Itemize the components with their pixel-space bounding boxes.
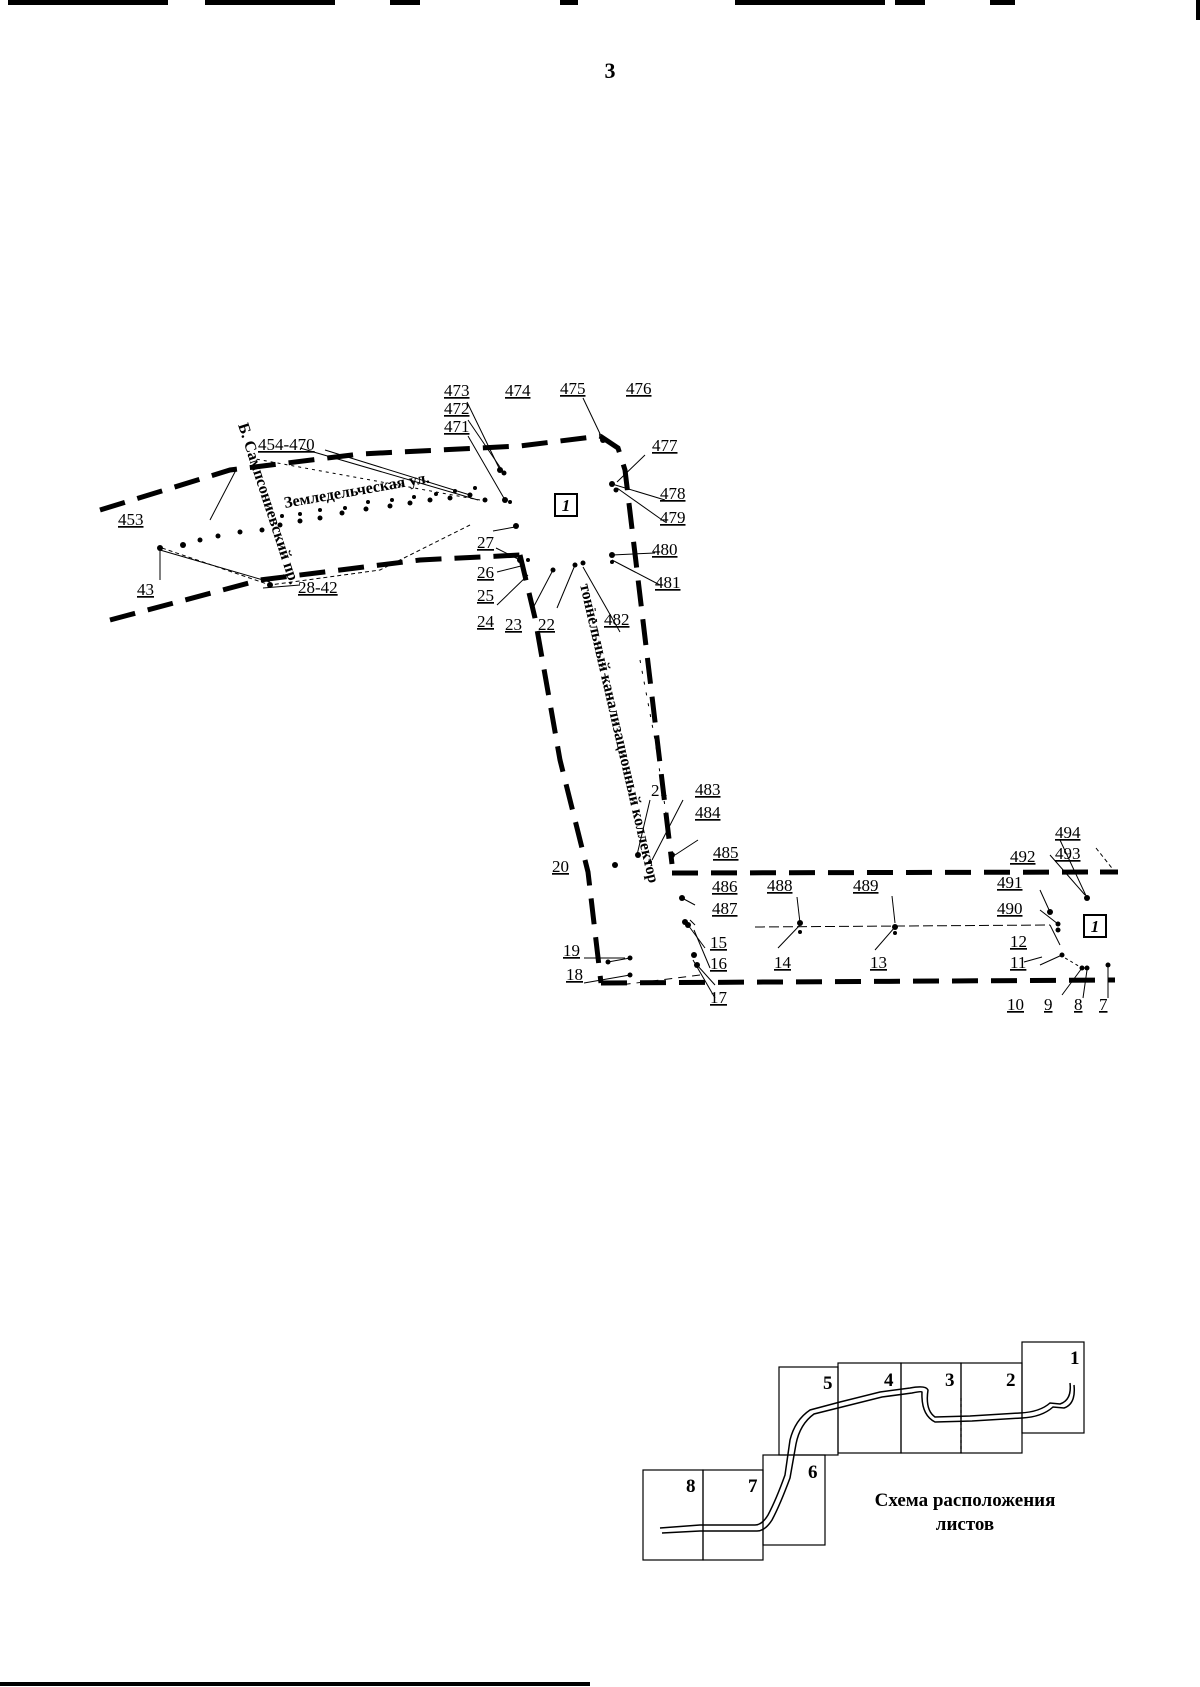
sheet-number-7: 7	[748, 1476, 758, 1497]
label-487: 487	[712, 899, 738, 918]
label-453: 453	[118, 510, 144, 529]
label-24: 24	[477, 612, 495, 631]
zone-marker-right: 1	[1083, 914, 1107, 938]
sheet-number-6: 6	[808, 1462, 818, 1483]
label-7: 7	[1099, 995, 1108, 1014]
label-489: 489	[853, 876, 879, 895]
label-484: 484	[695, 803, 721, 822]
label-492: 492	[1010, 847, 1036, 866]
label-27: 27	[477, 533, 495, 552]
svg-text:1: 1	[562, 496, 571, 515]
label-16: 16	[710, 954, 727, 973]
label-471: 471	[444, 417, 470, 436]
sheet-number-3: 3	[945, 1370, 955, 1391]
label-482: 482	[604, 610, 630, 629]
sheet-layout-caption-line2: листов	[936, 1514, 994, 1535]
label-477: 477	[652, 436, 678, 455]
sheet-layout-caption-line1: Схема расположения	[875, 1490, 1056, 1511]
sheet-layout-scheme	[642, 1341, 1085, 1561]
label-22: 22	[538, 615, 555, 634]
label-13: 13	[870, 953, 887, 972]
label-454-470: 454-470	[258, 435, 315, 454]
svg-text:1: 1	[1091, 917, 1100, 936]
label-473: 473	[444, 381, 470, 400]
survey-points	[157, 437, 1111, 978]
label-12: 12	[1010, 932, 1027, 951]
label-488: 488	[767, 876, 793, 895]
zone-marker-top: 1	[554, 493, 578, 517]
sheet-number-1: 1	[1070, 1348, 1080, 1369]
sheet-numbers: 1 2 3 4 5 6 7 8	[686, 1348, 1080, 1497]
label-26: 26	[477, 563, 494, 582]
label-474: 474	[505, 381, 531, 400]
label-18: 18	[566, 965, 583, 984]
label-17: 17	[710, 988, 728, 1007]
leader-lines	[159, 397, 1109, 999]
label-476: 476	[626, 379, 652, 398]
label-43: 43	[137, 580, 154, 599]
point-labels: 473 472 471 474 475 476 477 478 479 480 …	[118, 379, 1108, 1014]
sheet-box-8	[642, 1469, 704, 1561]
label-478: 478	[660, 484, 686, 503]
street-zemledelcheskaya: Земледельческая ул.	[283, 470, 431, 512]
label-9: 9	[1044, 995, 1053, 1014]
page-number: 3	[604, 58, 616, 83]
label-486: 486	[712, 877, 738, 896]
label-28-42: 28-42	[298, 578, 338, 597]
label-480: 480	[652, 540, 678, 559]
label-21: 21	[651, 781, 668, 800]
label-483: 483	[695, 780, 721, 799]
label-23: 23	[505, 615, 522, 634]
label-493: 493	[1055, 844, 1081, 863]
label-20: 20	[552, 857, 569, 876]
label-14: 14	[774, 953, 792, 972]
label-481: 481	[655, 573, 681, 592]
scan-bottom-rule	[0, 1682, 590, 1686]
sheet-number-2: 2	[1006, 1370, 1016, 1391]
sheet-number-8: 8	[686, 1476, 696, 1497]
label-472: 472	[444, 399, 470, 418]
label-25: 25	[477, 586, 494, 605]
label-494: 494	[1055, 823, 1081, 842]
label-11: 11	[1010, 953, 1026, 972]
label-491: 491	[997, 873, 1023, 892]
label-475: 475	[560, 379, 586, 398]
scan-top-edge	[0, 0, 1200, 20]
sheet-number-4: 4	[884, 1370, 894, 1391]
sheet-number-5: 5	[823, 1373, 833, 1394]
label-15: 15	[710, 933, 727, 952]
thin-lines	[159, 447, 1116, 986]
label-479: 479	[660, 508, 686, 527]
label-490: 490	[997, 899, 1023, 918]
label-19: 19	[563, 941, 580, 960]
label-8: 8	[1074, 995, 1083, 1014]
label-485: 485	[713, 843, 739, 862]
label-10: 10	[1007, 995, 1024, 1014]
zone-boundary	[99, 433, 1118, 986]
